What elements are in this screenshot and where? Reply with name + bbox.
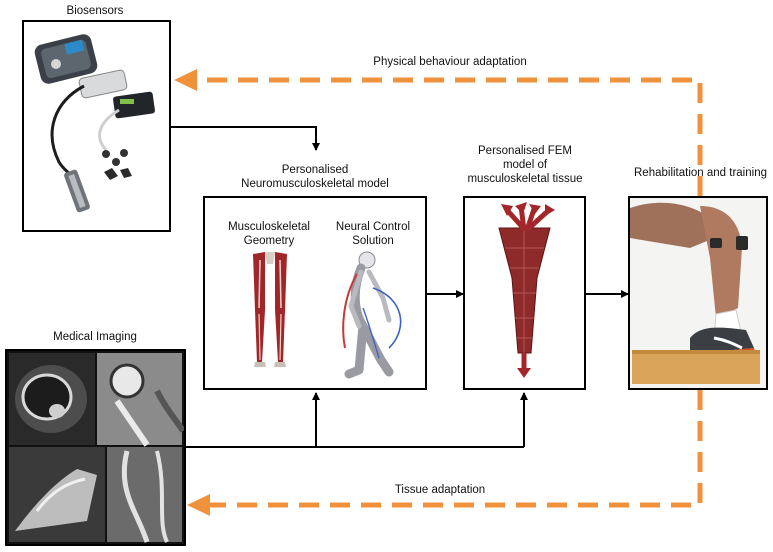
dashed-arrow-tissue-adaptation [208,390,703,508]
arrow-biosensors-to-nms [171,126,320,151]
dashed-arrowhead-tissue [187,494,210,516]
rehab-photo [630,198,766,388]
leg-musculature-image [253,252,287,367]
tissue-adaptation-label: Tissue adaptation [394,484,486,496]
mri-scans-image [7,351,184,544]
dashed-arrowhead-physical [174,69,197,91]
medical-imaging-panel [5,349,186,546]
biosensors-label: Biosensors [66,5,124,17]
dashed-arrow-physical-adaptation [196,77,703,196]
biosensors-panel [22,20,171,232]
rehab-panel [628,196,768,390]
medical-imaging-label: Medical Imaging [53,331,137,343]
walking-figure-image [342,251,402,379]
rehab-label: Rehabilitation and training [634,167,767,179]
nms-model-label: Personalised Neuromusculoskeletal model [241,164,389,190]
msk-geometry-label: Musculoskeletal Geometry [228,221,310,247]
physical-adaptation-label: Physical behaviour adaptation [373,56,527,68]
fem-model-panel [463,196,586,390]
nms-model-panel: Musculoskeletal Geometry Neural Control … [203,196,427,390]
fem-tissue-image [498,202,555,378]
biosensors-image [34,34,155,213]
fem-model-label: Personalised FEM model of musculoskeleta… [467,145,583,185]
neural-control-label: Neural Control Solution [335,221,411,247]
